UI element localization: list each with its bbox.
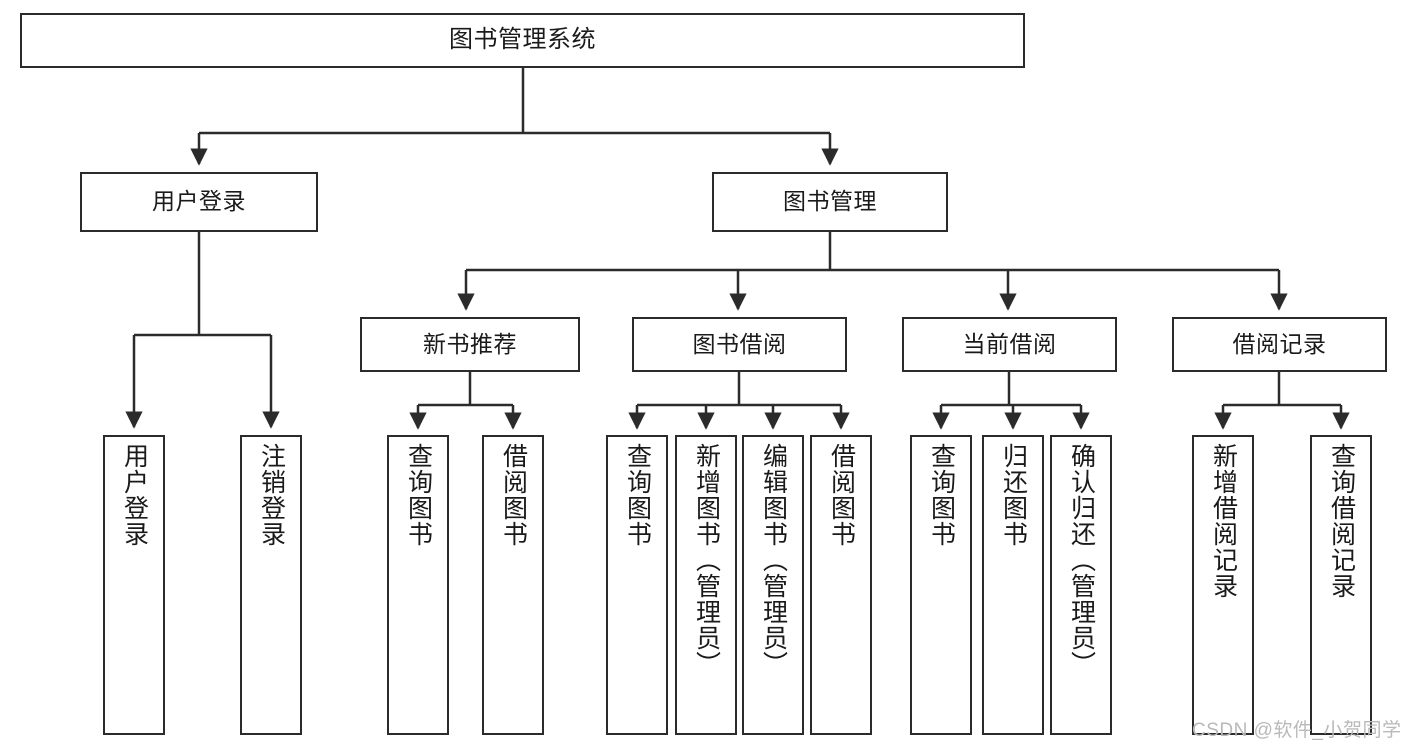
- node-book-borrow[interactable]: 图书借阅: [632, 317, 847, 372]
- node-book-management-label: 图书管理: [783, 188, 877, 215]
- leaf-add-record-label: 新增借阅记录: [1209, 443, 1238, 599]
- node-root-label: 图书管理系统: [449, 26, 596, 54]
- node-root[interactable]: 图书管理系统: [20, 13, 1025, 68]
- leaf-add-book-label: 新增图书（管理员）: [692, 443, 721, 677]
- leaf-add-record[interactable]: 新增借阅记录: [1192, 435, 1254, 735]
- leaf-borrow-book-a-label: 借阅图书: [499, 443, 528, 547]
- node-book-borrow-label: 图书借阅: [692, 330, 787, 357]
- node-user-login-label: 用户登录: [152, 188, 246, 215]
- leaf-edit-book[interactable]: 编辑图书（管理员）: [742, 435, 804, 735]
- leaf-borrow-book-b[interactable]: 借阅图书: [810, 435, 872, 735]
- leaf-query-record[interactable]: 查询借阅记录: [1310, 435, 1372, 735]
- node-user-login[interactable]: 用户登录: [80, 172, 318, 232]
- leaf-query-book-c[interactable]: 查询图书: [910, 435, 972, 735]
- leaf-query-book-b-label: 查询图书: [623, 443, 652, 547]
- node-current-borrow-label: 当前借阅: [962, 330, 1057, 357]
- leaf-return-book-label: 归还图书: [999, 443, 1028, 547]
- leaf-user-logout-label: 注销登录: [257, 443, 286, 547]
- leaf-add-book[interactable]: 新增图书（管理员）: [675, 435, 737, 735]
- leaf-user-login[interactable]: 用户登录: [103, 435, 165, 735]
- leaf-query-book-a[interactable]: 查询图书: [387, 435, 449, 735]
- leaf-query-book-a-label: 查询图书: [404, 443, 433, 547]
- leaf-query-book-c-label: 查询图书: [927, 443, 956, 547]
- node-new-book-recommend[interactable]: 新书推荐: [360, 317, 580, 372]
- csdn-watermark: CSDN @软件_小贺同学: [1192, 720, 1402, 741]
- node-borrow-record-label: 借阅记录: [1232, 330, 1327, 357]
- node-new-book-recommend-label: 新书推荐: [423, 330, 517, 357]
- leaf-confirm-return-label: 确认归还（管理员）: [1067, 443, 1096, 677]
- leaf-borrow-book-b-label: 借阅图书: [827, 443, 856, 547]
- node-book-management[interactable]: 图书管理: [712, 172, 948, 232]
- leaf-confirm-return[interactable]: 确认归还（管理员）: [1050, 435, 1112, 735]
- leaf-query-book-b[interactable]: 查询图书: [606, 435, 668, 735]
- leaf-user-logout[interactable]: 注销登录: [240, 435, 302, 735]
- leaf-return-book[interactable]: 归还图书: [982, 435, 1044, 735]
- leaf-user-login-label: 用户登录: [120, 443, 149, 547]
- leaf-borrow-book-a[interactable]: 借阅图书: [482, 435, 544, 735]
- leaf-edit-book-label: 编辑图书（管理员）: [759, 443, 788, 677]
- node-current-borrow[interactable]: 当前借阅: [902, 317, 1117, 372]
- leaf-query-record-label: 查询借阅记录: [1327, 443, 1356, 599]
- node-borrow-record[interactable]: 借阅记录: [1172, 317, 1387, 372]
